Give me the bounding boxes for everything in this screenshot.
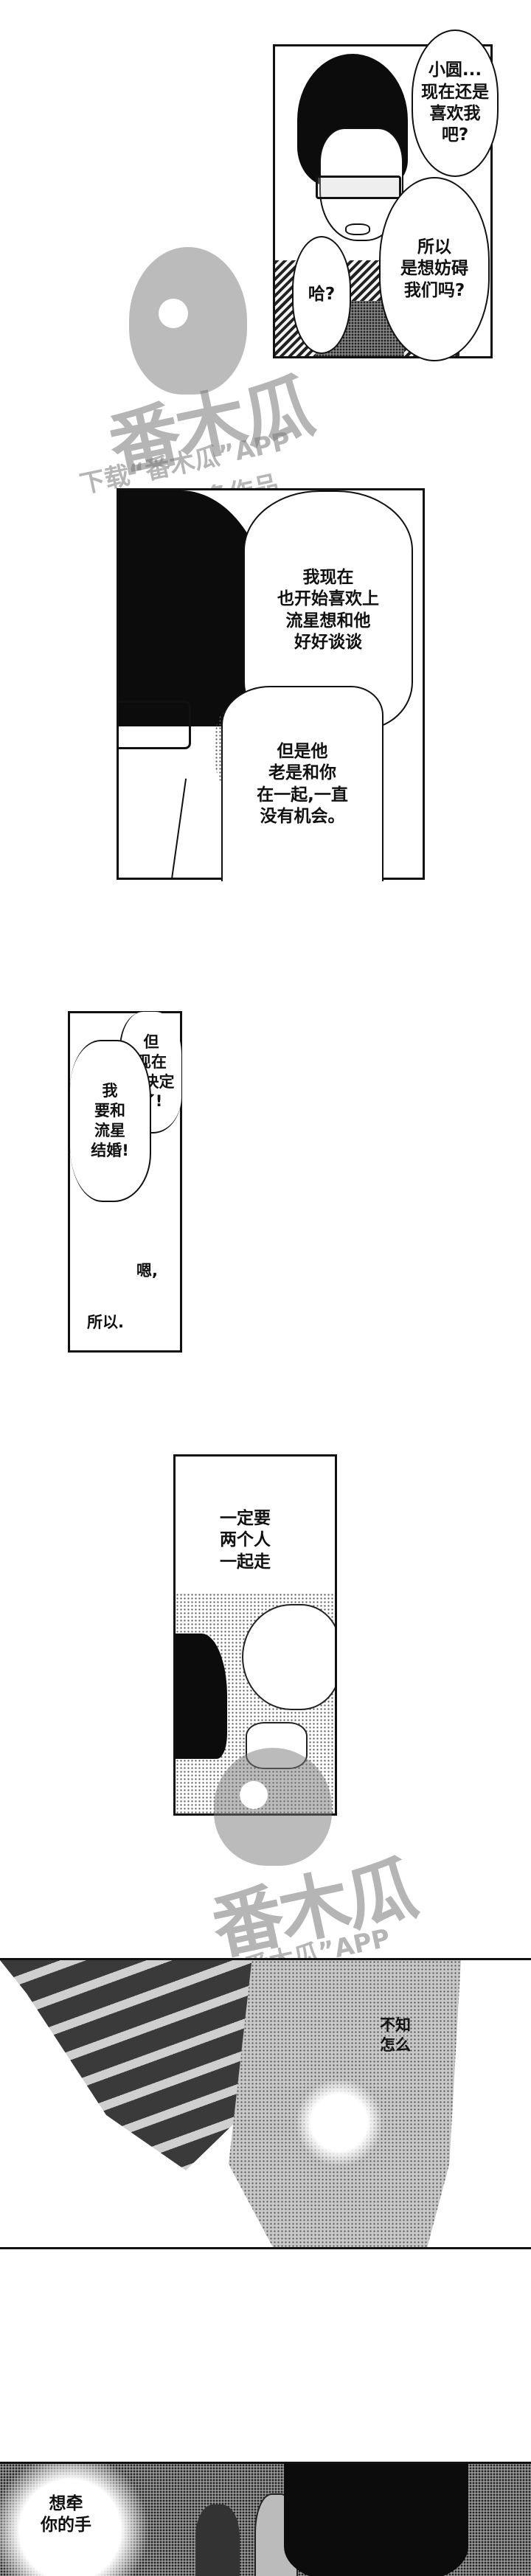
caption-text: 嗯, xyxy=(136,1262,158,1280)
blond-character xyxy=(242,1604,335,1710)
light-glow xyxy=(0,2464,155,2576)
caption-text: 不知 怎么 xyxy=(380,2016,411,2054)
hands xyxy=(229,1960,461,2247)
dark-haired-character xyxy=(176,1634,227,1759)
speech-text: 小圆... 现在还是 喜欢我 吧? xyxy=(421,60,489,145)
glasses-icon xyxy=(316,176,401,199)
speech-bubble-1a: 小圆... 现在还是 喜欢我 吧? xyxy=(412,29,499,177)
manga-panel-5: 不知 怎么 xyxy=(0,1958,531,2249)
character-face-outline xyxy=(170,778,187,878)
speech-text: 但是他 老是和你 在一起,一直 没有机会。 xyxy=(257,741,348,826)
speech-bubble-2b: 但是他 老是和你 在一起,一直 没有机会。 xyxy=(221,686,384,881)
speech-bubble-1b: 所以 是想妨碍 我们吗? xyxy=(379,177,490,361)
striped-sleeve xyxy=(0,1960,266,2170)
manga-panel-6: 想牵 你的手 xyxy=(0,2462,531,2576)
glasses-icon xyxy=(119,701,191,749)
speech-text: 我 要和 流星 结婚! xyxy=(91,1082,129,1159)
speech-text: 哈? xyxy=(308,285,336,305)
watermark-mascot-icon xyxy=(214,1748,332,1866)
speech-bubble-1c: 哈? xyxy=(292,236,351,354)
watermark-mascot-icon xyxy=(129,247,247,395)
character-mouth xyxy=(345,223,370,235)
speech-bubble-3b: 我 要和 流星 结婚! xyxy=(70,1040,151,1202)
caption-text: 所以. xyxy=(87,1313,124,1331)
foreground-dark-haired-figure xyxy=(284,2464,468,2576)
caption-text: 想牵 你的手 xyxy=(41,2494,91,2535)
light-glow xyxy=(295,2078,384,2167)
speech-text: 所以 是想妨碍 我们吗? xyxy=(400,237,468,300)
caption-text: 一定要 两个人 一起走 xyxy=(220,1509,271,1572)
walking-dark-haired-person xyxy=(195,2504,240,2576)
speech-text: 我现在 也开始喜欢上 流星想和他 好好谈谈 xyxy=(277,567,379,652)
